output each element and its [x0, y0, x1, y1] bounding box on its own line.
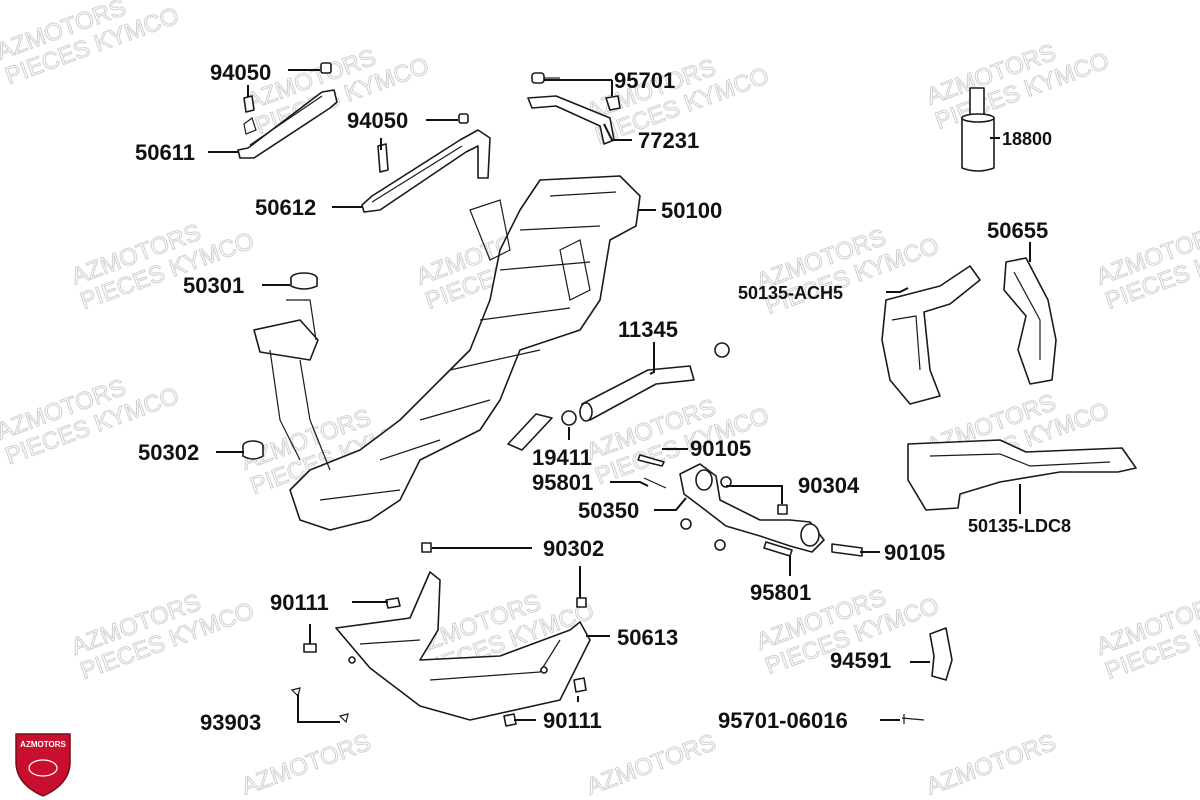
- cover-50613-drawing: [335, 571, 591, 721]
- bracket-50350-drawing: [679, 463, 825, 553]
- label-90302: 90302: [543, 536, 604, 561]
- logo-text: AZMOTORS: [20, 740, 66, 749]
- leader-11345: [649, 342, 655, 375]
- screw-95701-06016-drawing: [901, 714, 925, 724]
- label-50655: 50655: [987, 218, 1048, 243]
- label-50612: 50612: [255, 195, 316, 220]
- frame-50100-drawing: [253, 175, 641, 531]
- label-50135-ach5: 50135-ACH5: [738, 283, 843, 303]
- leader-50135-ach5: [886, 287, 909, 293]
- label-90304: 90304: [798, 473, 860, 498]
- label-95701: 95701: [614, 68, 675, 93]
- bolt-90105-lower-drawing: [831, 543, 863, 557]
- label-94050-upper: 94050: [210, 60, 271, 85]
- clamp-19411-drawing: [561, 410, 577, 426]
- label-93903: 93903: [200, 710, 261, 735]
- clip-93903-drawing: [290, 687, 349, 724]
- nut-94050-upper-drawing: [320, 62, 332, 74]
- label-18800: 18800: [1002, 129, 1052, 149]
- label-95701-06016: 95701-06016: [718, 708, 848, 733]
- hose-11345-drawing: [579, 342, 730, 422]
- label-50100: 50100: [661, 198, 722, 223]
- label-94050-middle: 94050: [347, 108, 408, 133]
- label-95801-lower: 95801: [750, 580, 811, 605]
- label-50301: 50301: [183, 273, 244, 298]
- label-90105-lower: 90105: [884, 540, 945, 565]
- bracket-50655-drawing: [1003, 257, 1057, 385]
- screw-90111-upper-drawing: [303, 597, 401, 653]
- leader-50350: [654, 497, 687, 511]
- label-50302: 50302: [138, 440, 199, 465]
- label-50350: 50350: [578, 498, 639, 523]
- label-94591: 94591: [830, 648, 891, 673]
- label-50611: 50611: [135, 140, 195, 165]
- nut-90302-drawing: [421, 542, 587, 608]
- bracket-50611-drawing: [237, 89, 338, 159]
- nut-94050-middle-drawing: [458, 113, 469, 124]
- label-19411: 19411: [532, 445, 592, 470]
- bolt-90105-upper-drawing: [637, 454, 665, 467]
- bolt-95801-upper-drawing: [643, 477, 667, 489]
- azmotors-logo: AZMOTORS: [15, 733, 71, 797]
- screw-90111-lower-drawing: [503, 677, 587, 727]
- bolt-95701-drawing: [531, 72, 621, 111]
- label-50135-ldc8: 50135-LDC8: [968, 516, 1071, 536]
- bracket-50135-ldc8-drawing: [907, 439, 1137, 511]
- watermark-line1: AZMOTORS: [238, 729, 375, 800]
- leader-90304: [726, 485, 783, 504]
- label-95801-upper: 95801: [532, 470, 593, 495]
- leader-93903: [297, 694, 340, 723]
- leader-77231: [603, 123, 632, 141]
- leader-95801-upper: [610, 481, 649, 487]
- bracket-77231-drawing: [527, 95, 615, 145]
- label-50613: 50613: [617, 625, 678, 650]
- label-90105-upper: 90105: [690, 436, 751, 461]
- bracket-50612-drawing: [361, 129, 491, 213]
- part-18800-drawing: [961, 87, 995, 172]
- part-94591-drawing: [929, 627, 953, 681]
- label-11345: 11345: [618, 317, 678, 342]
- leader-lines: [208, 69, 1031, 723]
- nut-90304-drawing: [720, 476, 788, 515]
- label-90111-upper: 90111: [270, 590, 329, 615]
- logo-shield-icon: [15, 733, 71, 797]
- label-90111-lower: 90111: [543, 708, 602, 733]
- logo-emblem-icon: [28, 759, 58, 777]
- watermark-line1: AZMOTORS: [583, 729, 720, 800]
- part-labels: 94050 50611 94050 50612 95701 77231 1880…: [135, 60, 1071, 735]
- bracket-50135-ach5-drawing: [881, 265, 981, 405]
- label-77231: 77231: [638, 128, 699, 153]
- watermark-line1: AZMOTORS: [923, 729, 1060, 800]
- part-50302-drawing: [242, 440, 264, 460]
- part-50301-drawing: [290, 272, 318, 290]
